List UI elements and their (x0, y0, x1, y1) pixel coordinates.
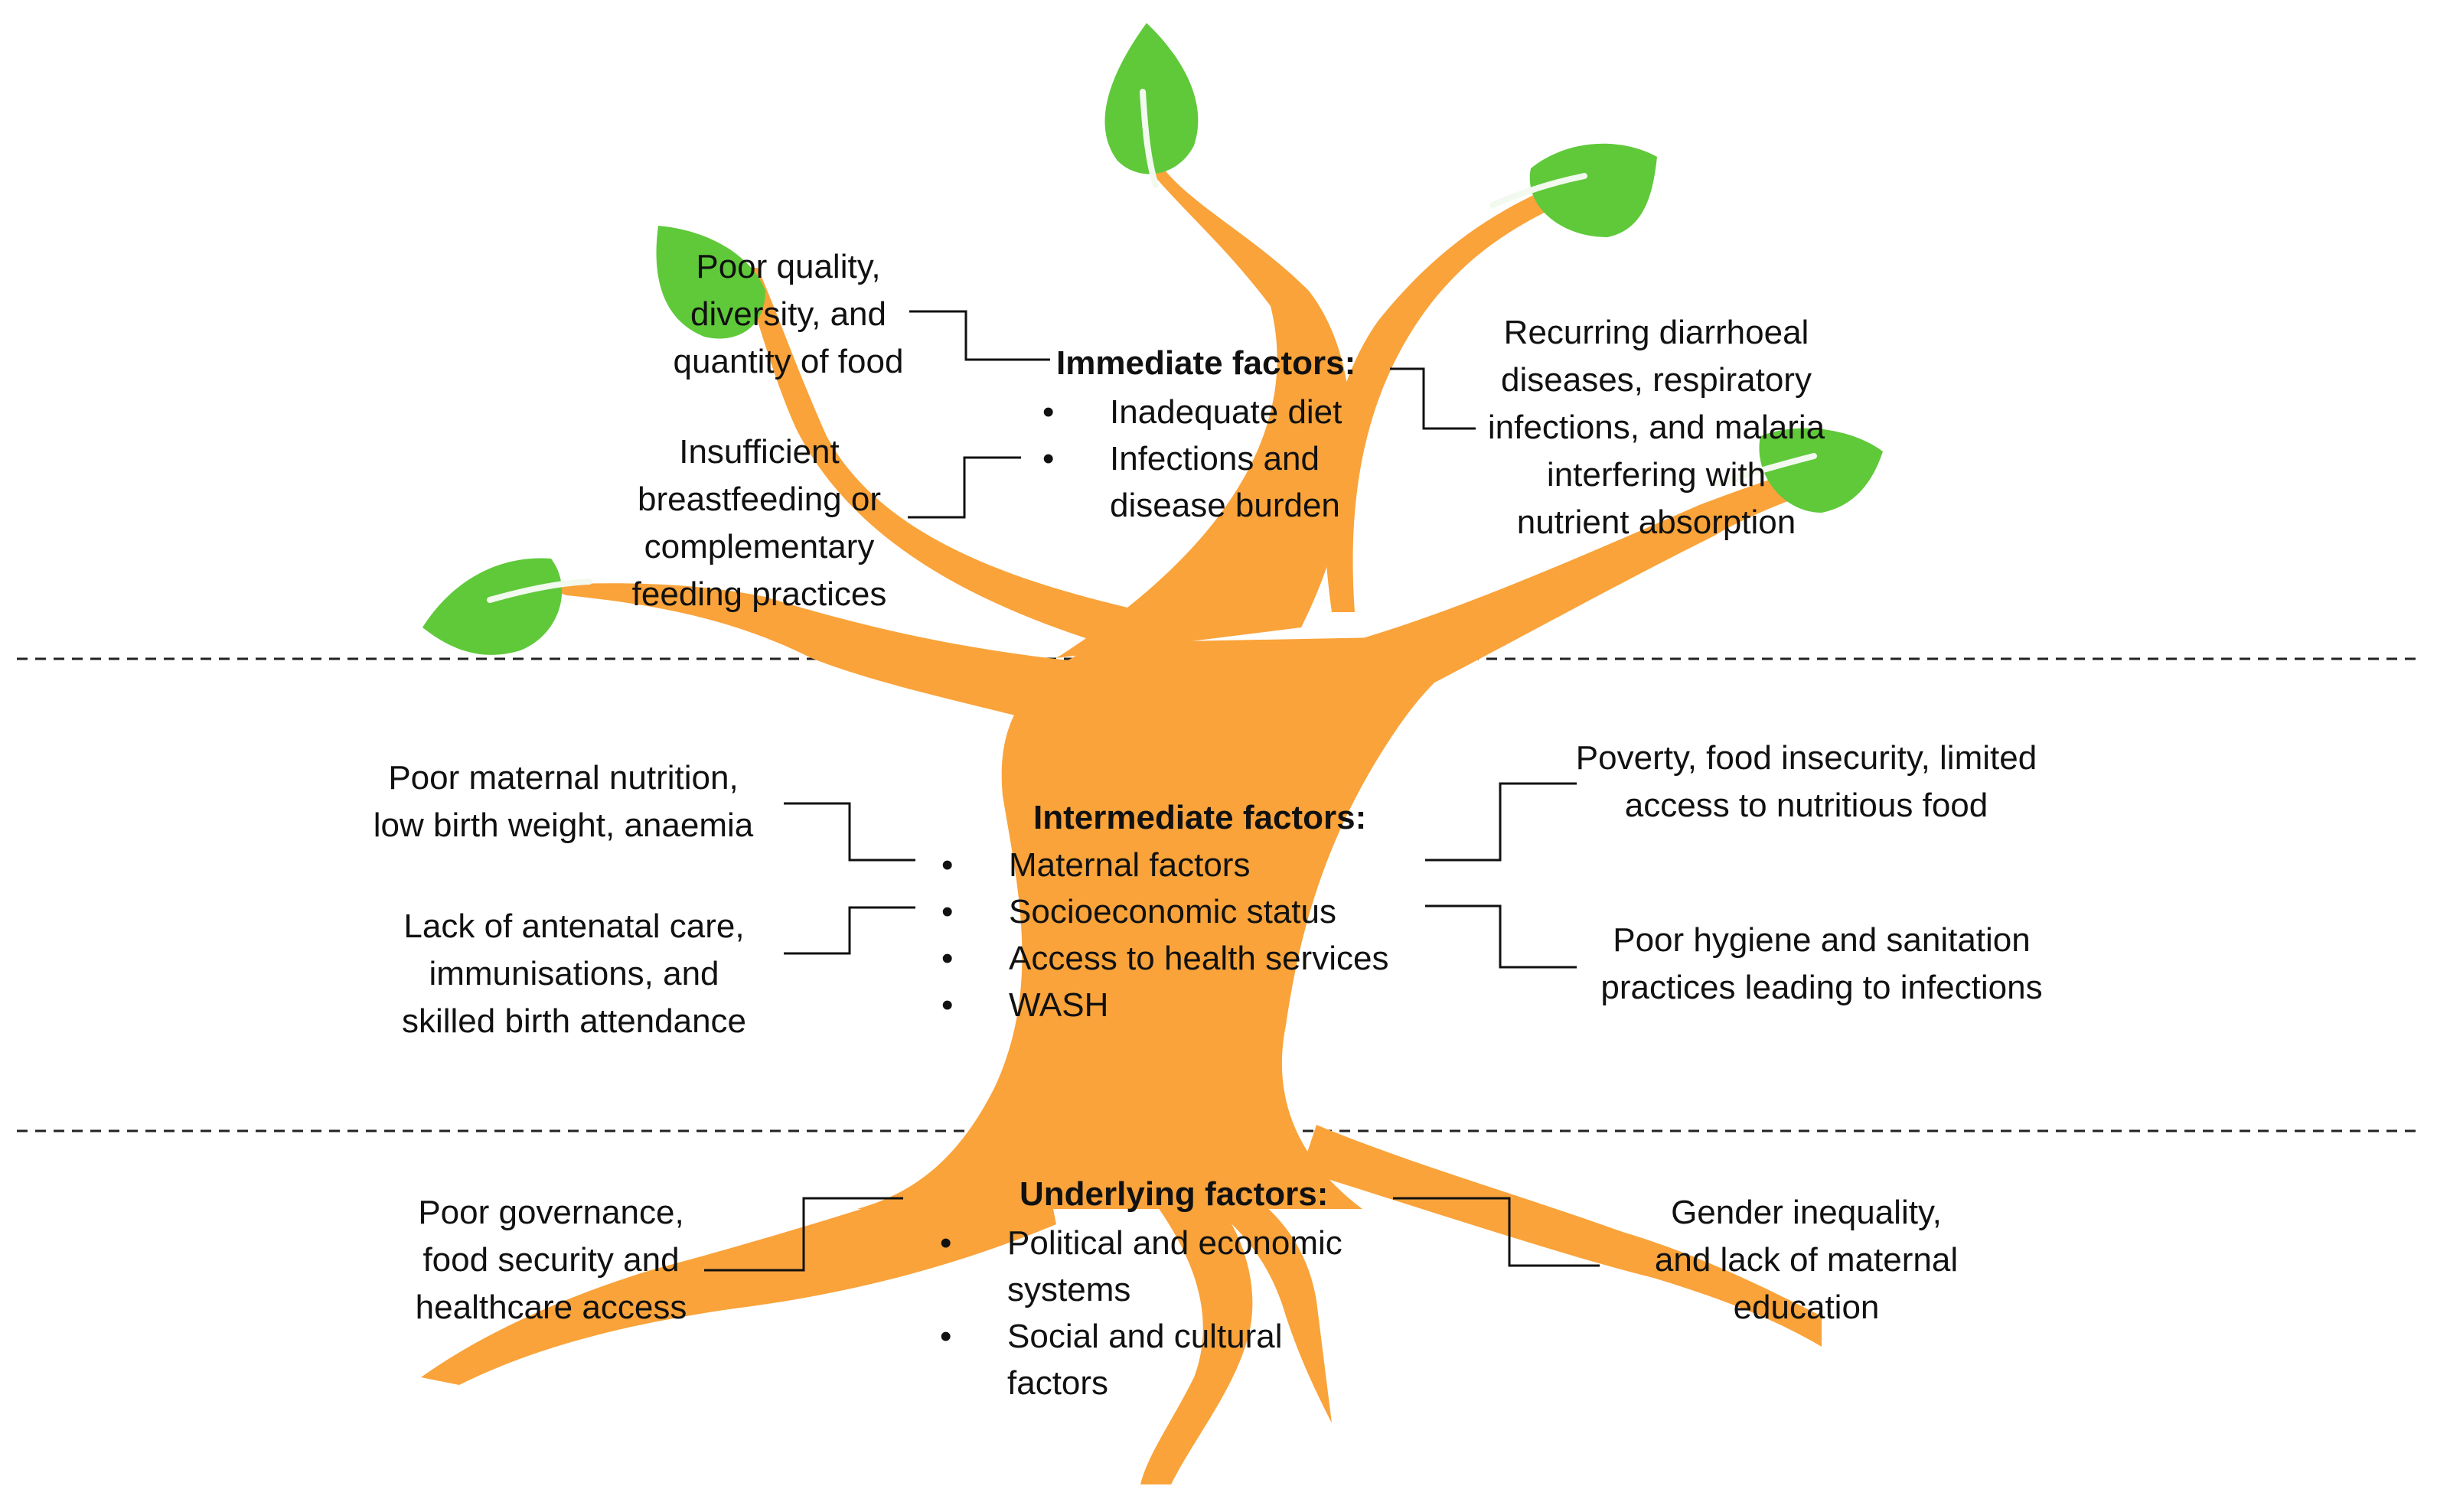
text-line: Poor maternal nutrition, (388, 759, 739, 797)
intermediate-factors-heading: Intermediate factors: (1033, 799, 1367, 836)
text-line: Recurring diarrhoeal (1503, 314, 1809, 351)
text-line: food security and (422, 1241, 680, 1279)
text-line: infections, and malaria (1487, 409, 1825, 446)
list-item: Inadequate diet (1042, 389, 1370, 435)
connector-gender (1393, 1197, 1600, 1267)
connector-food-quality (909, 310, 1050, 361)
text-line: Poverty, food insecurity, limited (1575, 739, 2037, 777)
connector-hygiene (1425, 904, 1577, 969)
text-line: interfering with (1546, 456, 1767, 494)
text-line: immunisations, and (429, 955, 719, 992)
underlying-right-label: Gender inequality, and lack of maternal … (1623, 1189, 1990, 1331)
list-item: Socioeconomic status (941, 888, 1388, 935)
text-line: quantity of food (673, 343, 904, 380)
text-line: healthcare access (415, 1289, 687, 1326)
list-item-text: Infections and disease burden (1110, 440, 1340, 524)
list-item: WASH (941, 982, 1388, 1028)
text-line: education (1733, 1289, 1880, 1326)
tree-trunk (421, 168, 1837, 1484)
text-line: access to nutritious food (1624, 787, 1988, 824)
intermediate-factors-list: Maternal factors Socioeconomic status Ac… (941, 842, 1388, 1028)
connectors (704, 310, 1600, 1272)
connector-governance (704, 1197, 903, 1272)
text-line: diversity, and (690, 295, 886, 333)
connector-breastfeeding (908, 456, 1021, 519)
intermediate-right-top-label: Poverty, food insecurity, limited access… (1554, 735, 2059, 829)
text-line: Gender inequality, (1671, 1194, 1942, 1231)
text-line: feeding practices (631, 575, 887, 613)
underlying-left-label: Poor governance, food security and healt… (398, 1189, 704, 1331)
list-item: Social and cultural factors (940, 1313, 1405, 1406)
intermediate-right-bottom-label: Poor hygiene and sanitation practices le… (1561, 917, 2082, 1012)
connector-antenatal (784, 906, 915, 955)
list-item-text: Social and cultural factors (1007, 1318, 1283, 1402)
text-line: nutrient absorption (1516, 503, 1796, 541)
leaf-left-low (422, 558, 592, 655)
underlying-factors-heading: Underlying factors: (1019, 1175, 1329, 1213)
text-line: diseases, respiratory (1501, 361, 1812, 399)
text-line: practices leading to infections (1600, 969, 2043, 1006)
connector-poverty (1425, 782, 1577, 862)
text-line: complementary (644, 528, 875, 565)
text-line: and lack of maternal (1654, 1241, 1959, 1279)
text-line: Insufficient (679, 433, 840, 471)
immediate-right-label: Recurring diarrhoeal diseases, respirato… (1473, 309, 1840, 546)
list-item: Political and economic systems (940, 1220, 1405, 1313)
leaf-right (1711, 428, 1883, 513)
leaf-top (1104, 23, 1199, 188)
underlying-factors-list: Political and economic systems Social an… (940, 1220, 1405, 1406)
text-line: Poor governance, (418, 1194, 684, 1231)
connector-diarrhoeal (1390, 367, 1476, 430)
text-line: Lack of antenatal care, (403, 908, 745, 945)
leaf-upper-right (1489, 143, 1657, 237)
connector-maternal-nutrition (784, 802, 915, 862)
list-item-text: Political and economic systems (1007, 1224, 1342, 1308)
immediate-factors-list: Inadequate diet Infections and disease b… (1042, 389, 1370, 529)
text-line: Poor quality, (696, 248, 881, 285)
leaf-left-tall (656, 226, 765, 339)
intermediate-left-top-label: Poor maternal nutrition, low birth weigh… (341, 754, 785, 849)
text-line: Poor hygiene and sanitation (1613, 921, 2031, 959)
text-line: breastfeeding or (638, 481, 881, 518)
list-item: Access to health services (941, 935, 1388, 982)
list-item: Maternal factors (941, 842, 1388, 888)
intermediate-left-bottom-label: Lack of antenatal care, immunisations, a… (367, 903, 781, 1045)
immediate-factors-heading: Immediate factors: (1056, 344, 1356, 382)
list-item: Infections and disease burden (1042, 435, 1370, 529)
text-line: low birth weight, anaemia (373, 807, 754, 844)
immediate-left-top-label: Poor quality, diversity, and quantity of… (658, 243, 918, 386)
text-line: skilled birth attendance (401, 1002, 747, 1040)
immediate-left-bottom-label: Insufficient breastfeeding or complement… (612, 429, 906, 618)
